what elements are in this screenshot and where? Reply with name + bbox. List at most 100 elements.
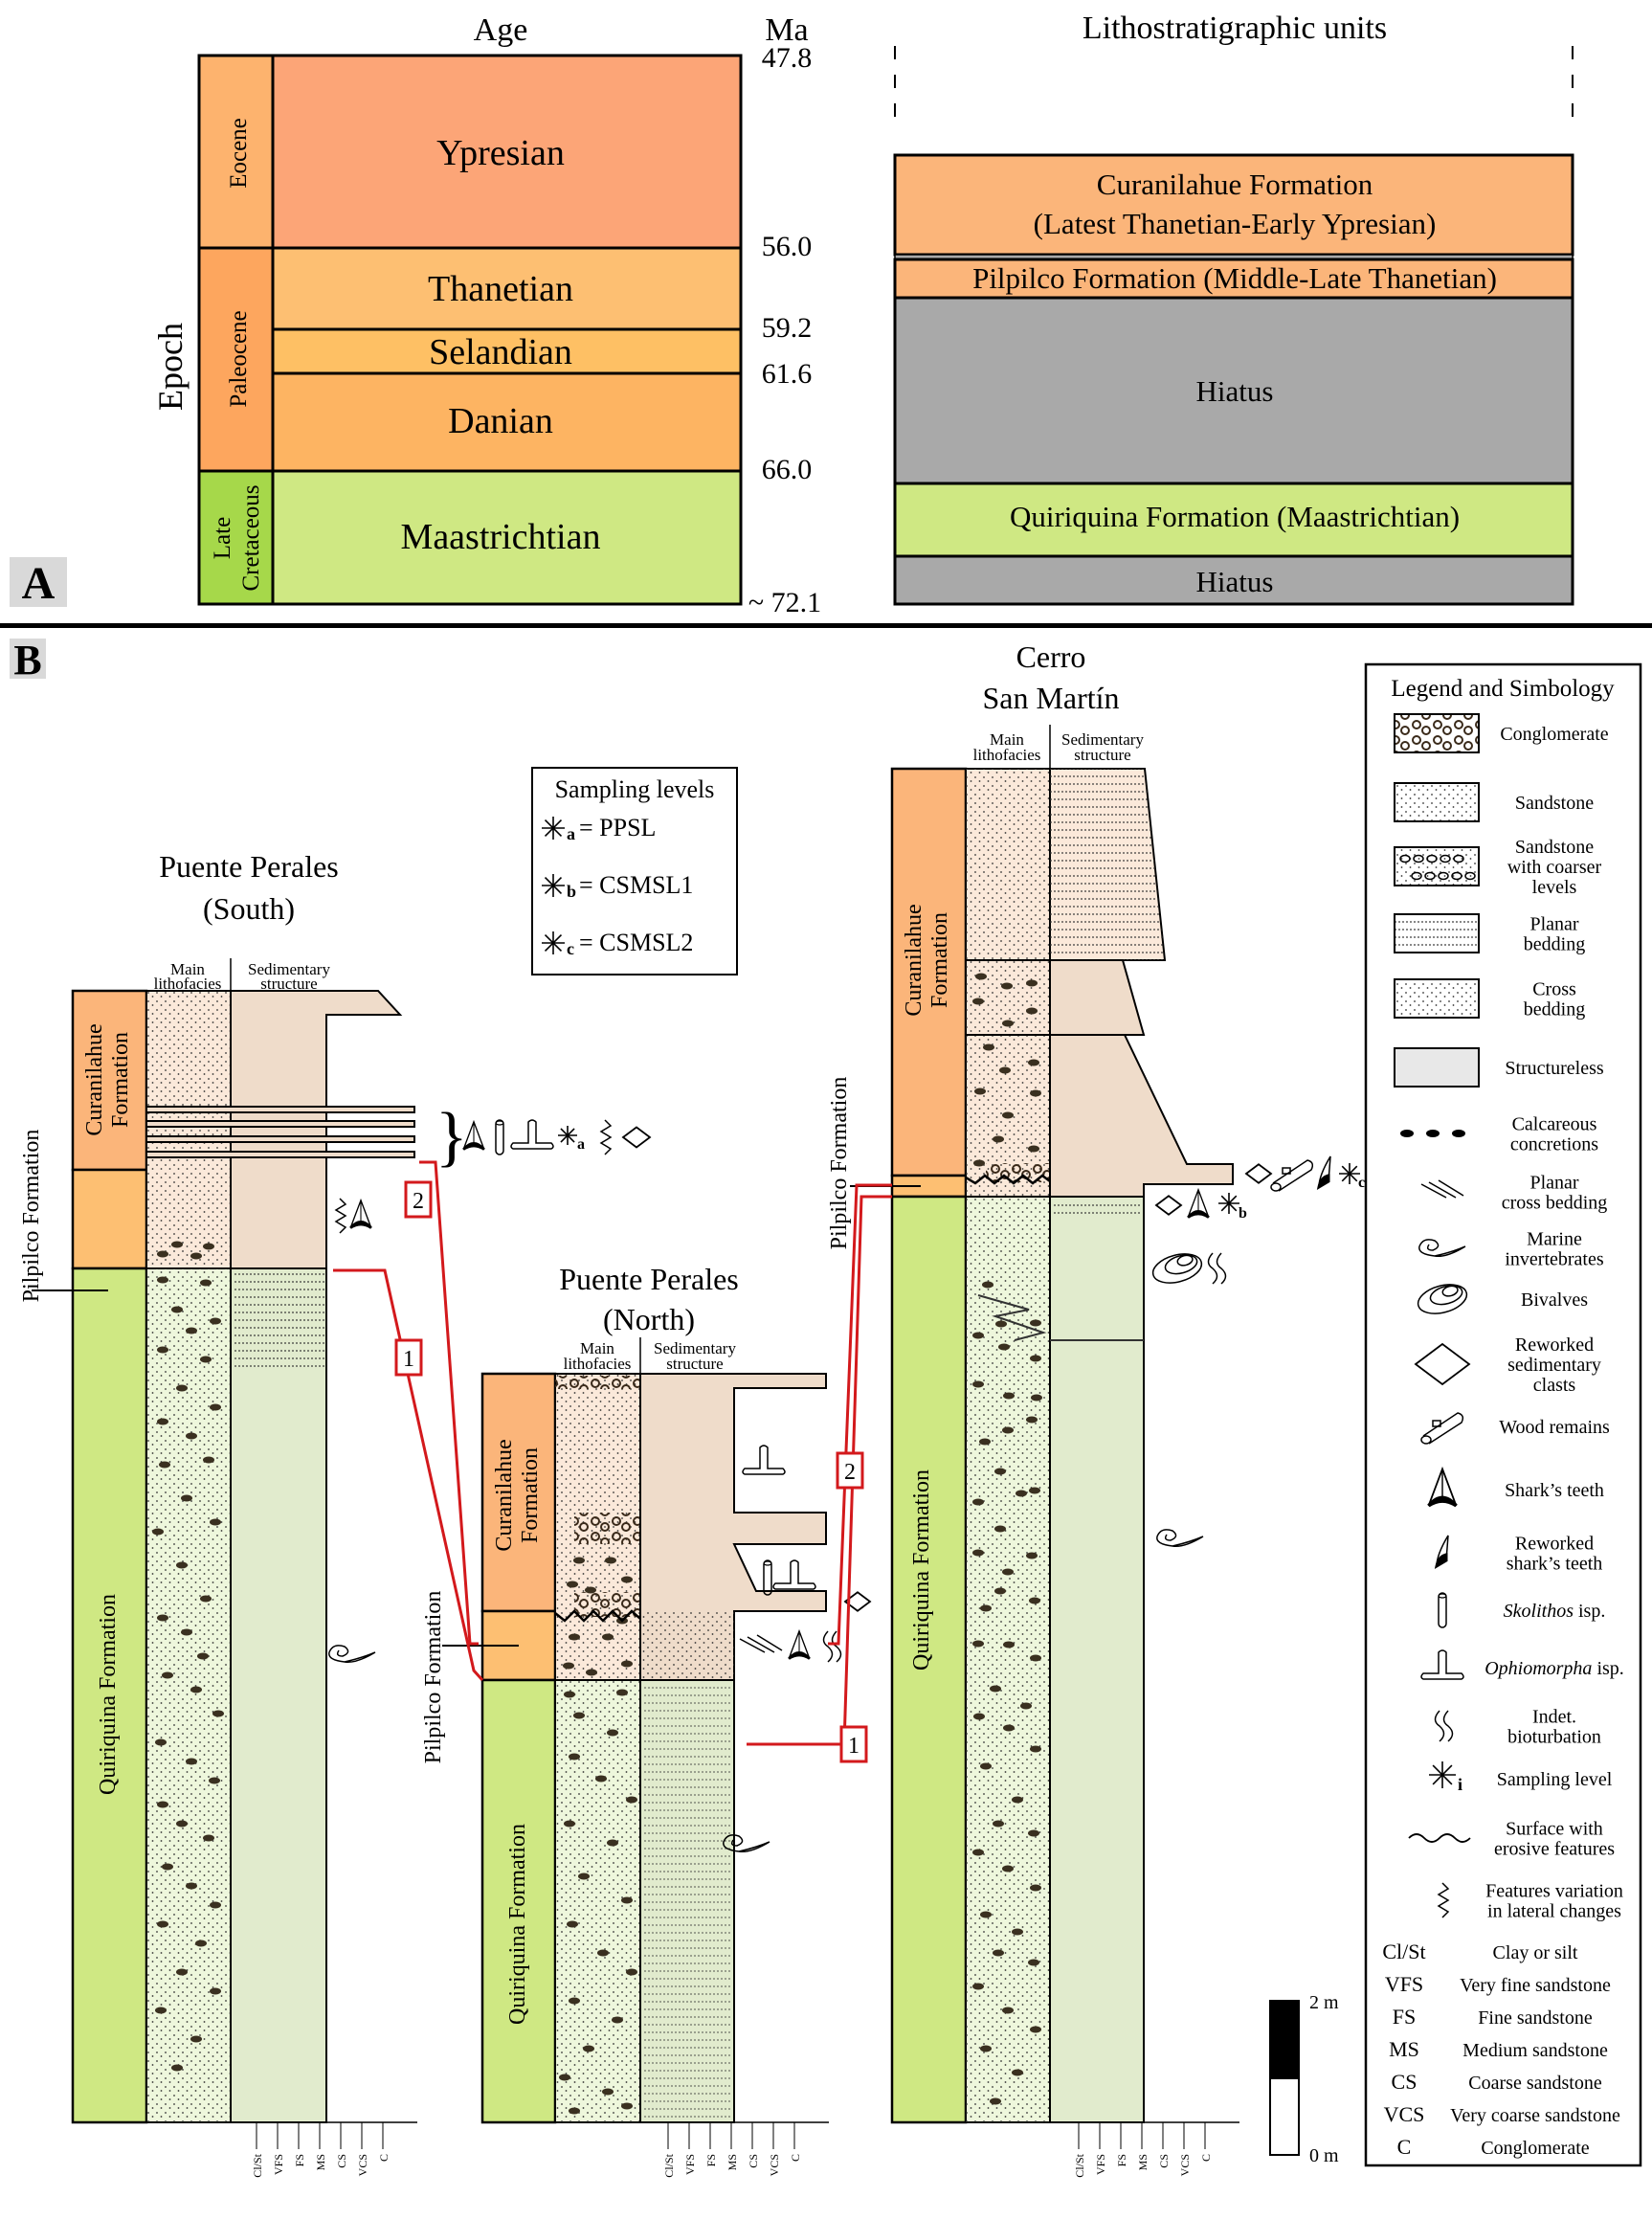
concretion [1026, 979, 1038, 987]
ma-tick: 66.0 [762, 454, 813, 485]
col-header: lithofacies [154, 975, 222, 993]
sampling-level-icon [558, 1126, 577, 1145]
concretion [190, 1686, 202, 1693]
section-puente-perales-north: Puente Perales (North) Main lithofacies … [421, 1262, 872, 2124]
stage-ypresian [271, 54, 743, 250]
marine-invertebrates-icon [328, 1645, 376, 1664]
legend-label: bedding [1524, 934, 1585, 955]
planar-bedding-texture [1050, 769, 1165, 960]
legend-label: Wood remains [1499, 1417, 1610, 1438]
legend-label: erosive features [1494, 1839, 1615, 1860]
grain-size-tick: FS [293, 2154, 306, 2166]
concretion [994, 1525, 1006, 1533]
planar-cross-bedding-icon [1420, 1179, 1464, 1199]
panel-a: A Age Ma Epoch Eocene Paleocene Late Cre… [10, 11, 1574, 618]
concretion [972, 1549, 984, 1557]
formation-curanilahue [480, 1372, 557, 1613]
concretion [210, 1403, 221, 1411]
skolithos-icon [763, 1559, 772, 1596]
correlation-lines [333, 1160, 892, 1746]
legend-label: Structureless [1505, 1058, 1604, 1079]
calcareous-concretions-icon [1452, 1130, 1465, 1137]
unit-hiatus-lower [893, 554, 1574, 606]
legend-label: Shark’s teeth [1505, 1480, 1604, 1501]
col-header: lithofacies [564, 1355, 632, 1373]
concretion [1030, 1089, 1041, 1097]
concretion [1029, 1597, 1040, 1604]
grain-size-tick: MS [1136, 2154, 1150, 2170]
scale-top-label: 2 m [1309, 1992, 1339, 2013]
grain-size-tick: FS [704, 2154, 718, 2166]
concretion [200, 1595, 212, 1603]
reworked-clasts-icon [1154, 1195, 1183, 1216]
sampling-subscript: b [567, 882, 576, 901]
legend-abbreviation-meaning: Very fine sandstone [1460, 1975, 1611, 1996]
section-subtitle: (South) [203, 891, 295, 926]
correlation-label: 1 [403, 1347, 414, 1372]
concretion [1003, 1724, 1015, 1732]
erosive-surface-icon [1408, 1833, 1471, 1843]
legend-abbreviation: VFS [1385, 1972, 1423, 1996]
concretion [982, 1281, 993, 1289]
planar-cross-bedding-icon [739, 1634, 783, 1653]
concretion [995, 1320, 1007, 1328]
concretion [980, 1762, 992, 1770]
concretion [1030, 1884, 1041, 1892]
legend-label: Indet. [1532, 1707, 1576, 1728]
legend-label: Features variation [1485, 1881, 1623, 1902]
reworked-shark-teeth-icon [1434, 1535, 1449, 1570]
correlation-label: 1 [848, 1734, 859, 1759]
conglomerate-wedge [574, 1513, 640, 1544]
unit-hiatus-upper [893, 296, 1574, 485]
concretion [999, 1066, 1011, 1074]
concretion [612, 2016, 623, 2024]
grain-size-tick: C [1199, 2154, 1213, 2162]
concretion [974, 1088, 986, 1095]
shark-teeth-icon [1427, 1466, 1458, 1508]
legend-item: Skolithos isp. [1438, 1592, 1605, 1628]
ma-tick: 56.0 [762, 231, 813, 262]
legend-abbreviation-meaning: Coarse sandstone [1468, 2073, 1602, 2094]
litho-dashed-bounds [894, 46, 1574, 117]
bioturbation-icon [1207, 1252, 1227, 1285]
conglomerate-bed [555, 1376, 640, 1389]
concretion [569, 2107, 580, 2115]
concretion [626, 1968, 637, 1976]
structure-block [1049, 959, 1146, 1036]
concretion [210, 1317, 221, 1325]
reworked-clasts-icon [1244, 1163, 1273, 1184]
concretion [980, 2045, 992, 2052]
legend-label: Ophiomorpha isp. [1485, 1658, 1624, 1679]
grain-size-tick: Cl/St [251, 2153, 264, 2177]
ma-tick: ~ 72.1 [748, 587, 821, 618]
stage-thanetian [271, 246, 743, 331]
concretion [621, 2102, 633, 2110]
concretion [973, 1159, 985, 1167]
concretion [621, 1660, 633, 1668]
shark-teeth-icon [462, 1119, 485, 1151]
legend-item: Conglomerate [1394, 713, 1609, 753]
col-header: Sedimentary [248, 960, 330, 978]
legend-label: Cross [1532, 979, 1576, 1000]
sampling-level-name: = CSMSL2 [579, 929, 693, 956]
grain-size-tick: VCS [768, 2154, 781, 2176]
grain-size-tick: Cl/St [662, 2153, 676, 2177]
lateral-variation-icon [599, 1119, 613, 1155]
reworked-clasts-icon [1414, 1342, 1471, 1386]
correlation-label-box: 1 [394, 1338, 423, 1377]
formation-label: Curanilahue [492, 1439, 517, 1551]
sampling-subscript: i [1458, 1775, 1462, 1794]
concretion [1030, 1654, 1041, 1662]
concretion [210, 1901, 221, 1909]
col-header: lithofacies [973, 746, 1041, 764]
legend-abbreviation: Cl/St [1382, 1940, 1425, 1963]
concretion [605, 1557, 616, 1564]
unit-pilpilco [893, 258, 1574, 300]
concretion [597, 1949, 609, 1957]
marine-invertebrates-icon [723, 1834, 770, 1853]
erosive-surface [965, 1174, 1051, 1185]
concretion [203, 1834, 214, 1842]
